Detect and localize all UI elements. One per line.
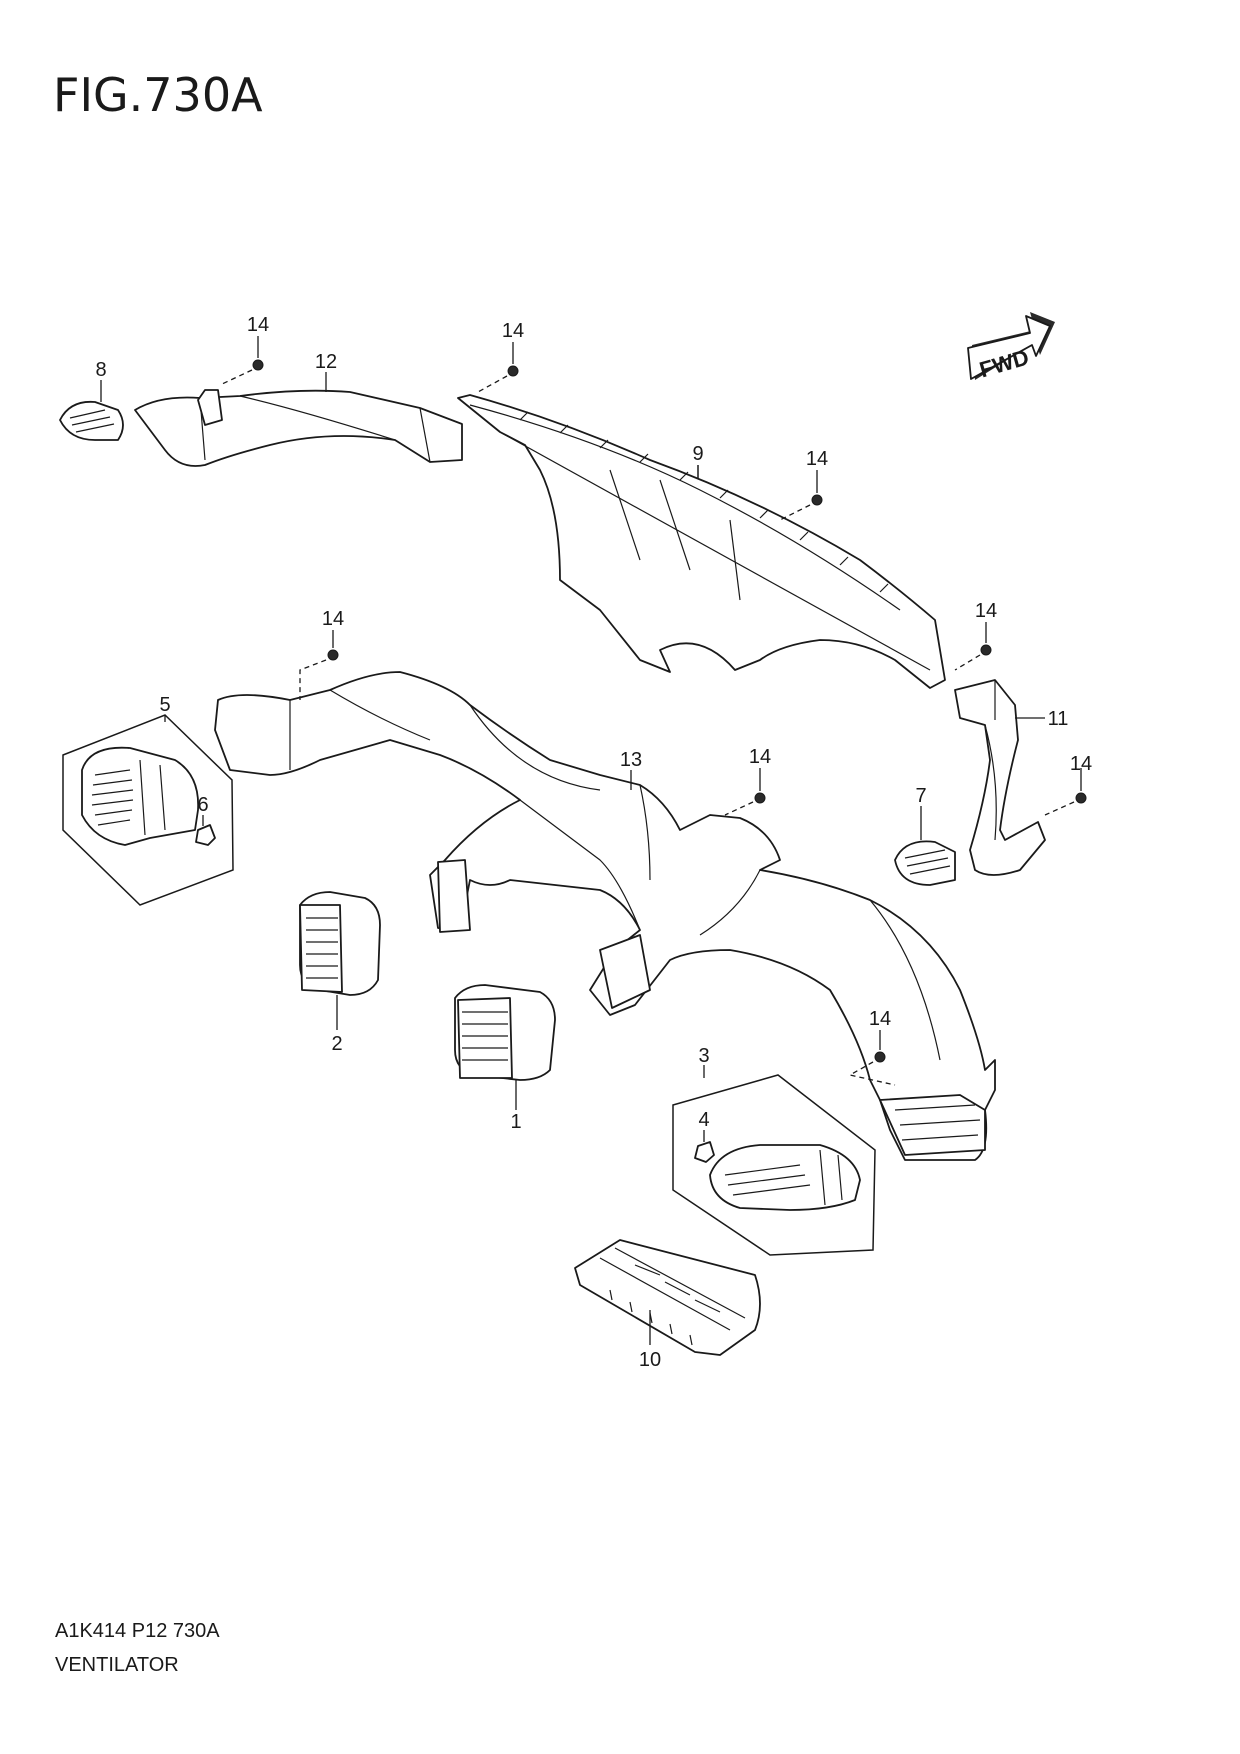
callout-2: 2 [331,1033,342,1055]
callout-14-f: 14 [749,746,771,768]
callout-14-c: 14 [806,448,828,470]
callout-14-g: 14 [1070,753,1092,775]
callout-8: 8 [95,359,106,381]
part-7-right-vent [894,806,956,886]
screw-14-c [779,470,823,521]
part-1-center-vent [454,984,556,1110]
callout-14-d: 14 [322,608,344,630]
figure-title: FIG.730A [53,68,263,122]
part-8-side-vent [59,380,124,441]
figure-name: VENTILATOR [55,1654,179,1676]
screw-14-f [724,768,766,816]
callout-4: 4 [698,1109,709,1131]
callout-5: 5 [159,694,170,716]
part-6-clip [195,815,216,846]
screw-14-b [477,342,519,393]
callout-14-e: 14 [975,600,997,622]
callout-1: 1 [510,1111,521,1133]
callout-6: 6 [197,794,208,816]
callout-14-b: 14 [502,320,524,342]
callout-11: 11 [1048,708,1069,730]
screw-14-e [954,622,992,671]
screw-14-g [1044,768,1087,816]
callout-10: 10 [639,1349,661,1371]
callout-9: 9 [692,443,703,465]
screw-14-d [299,630,339,700]
part-5-vent-assembly-box [62,714,234,906]
part-9-center-upper-duct [457,394,946,689]
part-13-main-lower-duct [214,671,996,1161]
callout-12: 12 [315,351,337,373]
screw-14-a [219,336,264,386]
callout-14-h: 14 [869,1008,891,1030]
part-11-right-duct [954,679,1046,876]
figure-code: A1K414 P12 730A [55,1620,220,1642]
part-3-vent-assembly-box [672,1065,876,1256]
part-2-center-vent [299,891,381,1030]
callout-3: 3 [698,1045,709,1067]
callout-14-a: 14 [247,314,269,336]
callout-13: 13 [620,749,642,771]
part-10-lower-grille [574,1239,761,1356]
screw-14-h [848,1030,896,1086]
part-12-left-duct [134,372,463,467]
callout-7: 7 [915,785,926,807]
part-4-clip [694,1130,715,1163]
fwd-arrow-icon: FWD [967,312,1055,382]
